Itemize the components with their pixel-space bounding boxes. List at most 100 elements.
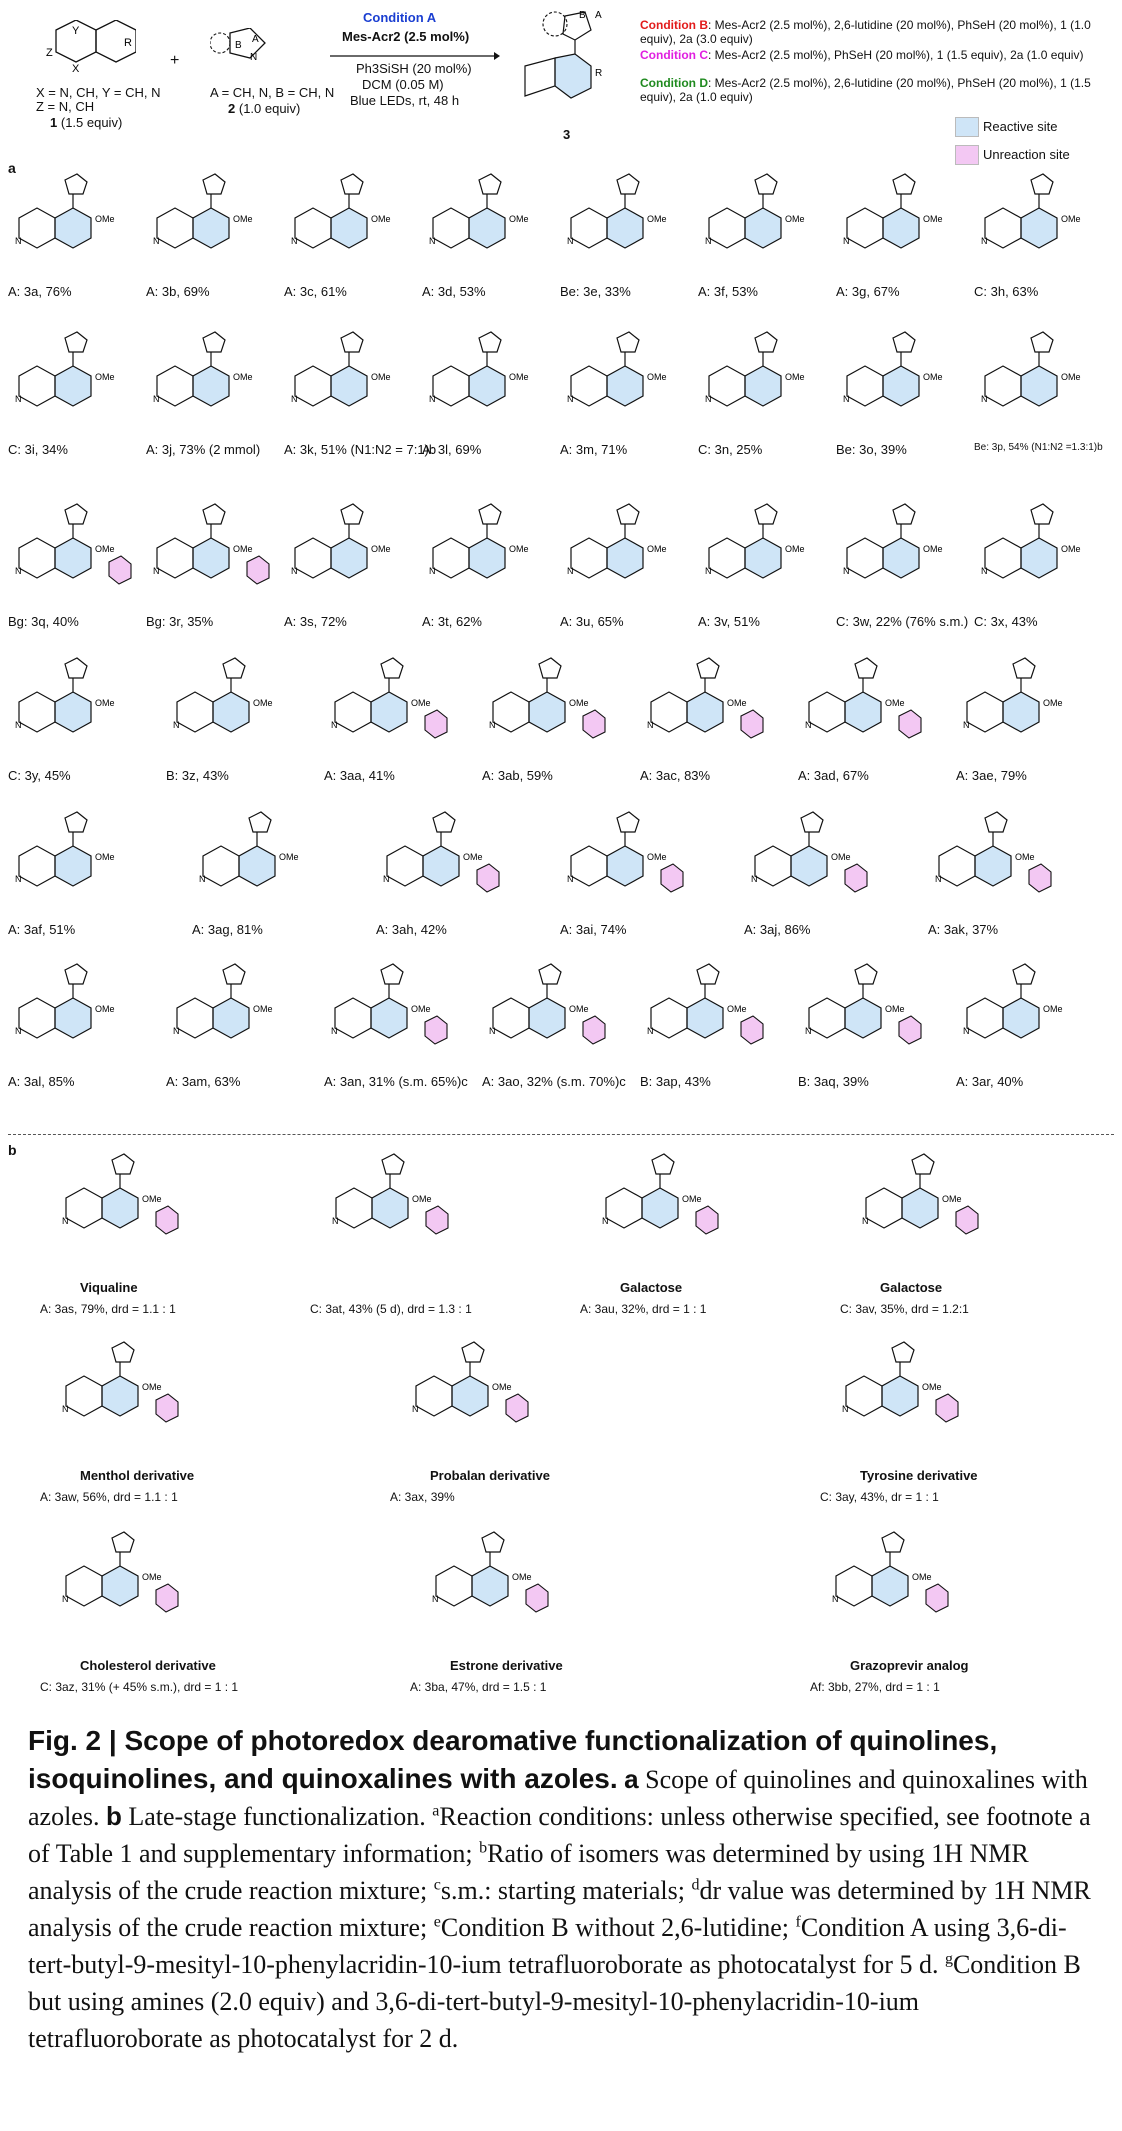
- section-a-letter: a: [8, 160, 16, 176]
- svg-text:N: N: [429, 236, 436, 246]
- svg-text:OMe: OMe: [95, 372, 115, 382]
- legend-unreaction-label: Unreaction site: [983, 147, 1070, 162]
- svg-text:OMe: OMe: [95, 214, 115, 224]
- svg-text:N: N: [62, 1216, 69, 1226]
- svg-text:N: N: [647, 720, 654, 730]
- compound-label: A: 3ab, 59%: [482, 768, 553, 783]
- compound-label: C: 3h, 63%: [974, 284, 1039, 299]
- svg-text:OMe: OMe: [253, 1004, 273, 1014]
- compound-label: A: 3as, 79%, drd = 1.1 : 1: [40, 1302, 176, 1316]
- svg-text:N: N: [705, 236, 712, 246]
- compound-label: A: 3ae, 79%: [956, 768, 1027, 783]
- compound-label: C: 3av, 35%, drd = 1.2:1: [840, 1302, 969, 1316]
- svg-text:N: N: [843, 236, 850, 246]
- compound-label: A: 3m, 71%: [560, 442, 628, 457]
- svg-text:N: N: [981, 236, 988, 246]
- derivative-name: Cholesterol derivative: [80, 1658, 216, 1673]
- svg-text:R: R: [124, 37, 132, 49]
- compound-structure: N OMe: [836, 172, 966, 272]
- svg-text:N: N: [935, 874, 942, 884]
- svg-text:B: B: [579, 10, 586, 21]
- section-b-letter: b: [8, 1142, 17, 1158]
- svg-text:OMe: OMe: [411, 698, 431, 708]
- compound-label: A: 3ba, 47%, drd = 1.5 : 1: [410, 1680, 547, 1694]
- reactant-1-name: 1 (1.5 equiv): [50, 115, 123, 130]
- compound-structure: N OMe: [376, 810, 506, 910]
- compound-label: A: 3ac, 83%: [640, 768, 711, 783]
- svg-text:A: A: [595, 10, 602, 21]
- svg-text:N: N: [567, 874, 574, 884]
- compound-label: C: 3at, 43% (5 d), drd = 1.3 : 1: [310, 1302, 472, 1316]
- svg-text:OMe: OMe: [512, 1572, 532, 1582]
- svg-text:N: N: [331, 1026, 338, 1036]
- caption-footnote-d: dr value was determined by 1H NMR analys…: [28, 1876, 1091, 1942]
- condition-a-catalyst: Mes-Acr2 (2.5 mol%): [342, 29, 470, 44]
- compound-label: A: 3ag, 81%: [192, 922, 263, 937]
- compound-label: A: 3a, 76%: [8, 284, 72, 299]
- reactant-2-structure: B A N: [210, 28, 290, 78]
- compound-label: A: 3c, 61%: [284, 284, 347, 299]
- condition-b-text: Condition B: Mes-Acr2 (2.5 mol%), 2,6-lu…: [640, 18, 1091, 46]
- svg-text:OMe: OMe: [1043, 698, 1063, 708]
- svg-text:OMe: OMe: [95, 544, 115, 554]
- compound-label: C: 3ay, 43%, dr = 1 : 1: [820, 1490, 939, 1504]
- svg-text:OMe: OMe: [412, 1194, 432, 1204]
- svg-text:N: N: [173, 720, 180, 730]
- product-structure: B A R: [515, 6, 615, 126]
- svg-text:N: N: [705, 394, 712, 404]
- compound-label: A: 3aa, 41%: [324, 768, 395, 783]
- compound-label: Af: 3bb, 27%, drd = 1 : 1: [810, 1680, 940, 1694]
- svg-text:N: N: [15, 394, 22, 404]
- condition-a-line3: DCM (0.05 M): [362, 77, 444, 92]
- compound-label: A: 3ah, 42%: [376, 922, 447, 937]
- svg-text:N: N: [153, 236, 160, 246]
- svg-text:OMe: OMe: [912, 1572, 932, 1582]
- svg-text:OMe: OMe: [727, 1004, 747, 1014]
- svg-text:OMe: OMe: [647, 214, 667, 224]
- compound-label: Bg: 3r, 35%: [146, 614, 214, 629]
- svg-text:R: R: [595, 68, 602, 79]
- svg-text:N: N: [331, 720, 338, 730]
- compound-label: A: 3ar, 40%: [956, 1074, 1024, 1089]
- section-divider: [8, 1134, 1114, 1135]
- svg-text:OMe: OMe: [463, 852, 483, 862]
- svg-text:N: N: [647, 1026, 654, 1036]
- derivative-name: Menthol derivative: [80, 1468, 195, 1483]
- svg-text:N: N: [383, 874, 390, 884]
- svg-text:N: N: [199, 874, 206, 884]
- compound-label: C: 3y, 45%: [8, 768, 71, 783]
- caption-b-letter: b: [105, 1801, 122, 1831]
- svg-text:N: N: [432, 1594, 439, 1604]
- compound-label: C: 3x, 43%: [974, 614, 1038, 629]
- svg-text:OMe: OMe: [411, 1004, 431, 1014]
- compound-structure: N OMe: [324, 656, 454, 756]
- svg-text:N: N: [843, 394, 850, 404]
- derivative-name: Galactose: [620, 1280, 683, 1295]
- derivative-name: Estrone derivative: [450, 1658, 563, 1673]
- compound-label: A: 3aw, 56%, drd = 1.1 : 1: [40, 1490, 178, 1504]
- caption-footnote-b: Ratio of isomers was determined by using…: [28, 1839, 1029, 1905]
- svg-text:OMe: OMe: [923, 214, 943, 224]
- svg-text:OMe: OMe: [923, 544, 943, 554]
- svg-text:OMe: OMe: [1061, 544, 1081, 554]
- svg-text:N: N: [15, 720, 22, 730]
- svg-text:OMe: OMe: [682, 1194, 702, 1204]
